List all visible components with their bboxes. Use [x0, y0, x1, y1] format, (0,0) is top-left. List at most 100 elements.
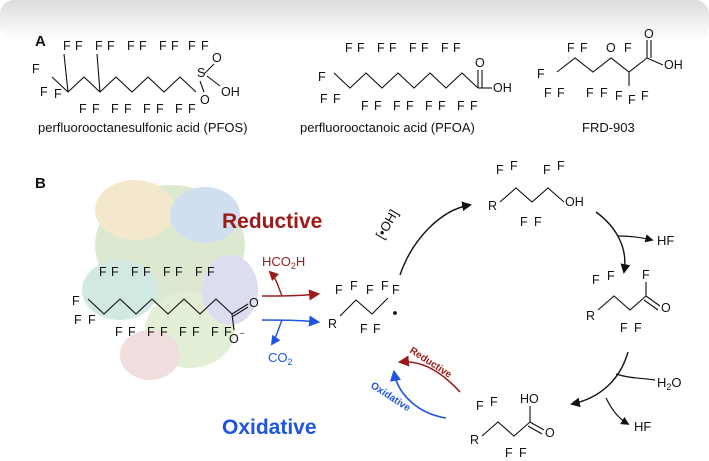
svg-text:F: F — [641, 89, 649, 103]
panel-a-label: A — [35, 33, 46, 50]
svg-text:F: F — [188, 39, 196, 53]
svg-text:F: F — [143, 265, 151, 279]
svg-text:R: R — [586, 309, 595, 323]
hf-top-label: HF — [657, 233, 674, 248]
svg-text:O: O — [229, 332, 239, 346]
svg-text:F: F — [534, 215, 542, 229]
svg-text:OH: OH — [493, 81, 512, 95]
pfos-name: perfluorooctanesulfonic acid (PFOS) — [38, 120, 248, 135]
svg-text:F: F — [54, 87, 62, 101]
svg-text:F: F — [143, 102, 151, 116]
frd903-name: FRD-903 — [582, 120, 635, 135]
reductive-side-arrow — [268, 270, 283, 297]
svg-text:F: F — [457, 99, 465, 113]
svg-text:F: F — [580, 41, 588, 55]
svg-text:F: F — [557, 86, 565, 100]
svg-text:F: F — [175, 102, 183, 116]
oxidative-cycle-arrow — [389, 369, 447, 419]
svg-text:O: O — [545, 426, 555, 440]
svg-text:S: S — [197, 66, 205, 80]
svg-text:F: F — [634, 321, 642, 335]
svg-text:F: F — [470, 99, 478, 113]
svg-text:F: F — [586, 86, 594, 100]
svg-text:F: F — [567, 41, 575, 55]
svg-text:O: O — [475, 56, 485, 70]
svg-text:F: F — [111, 265, 119, 279]
svg-text:O: O — [200, 93, 210, 107]
svg-text:F: F — [406, 99, 414, 113]
svg-text:O: O — [606, 41, 616, 55]
svg-text:R: R — [470, 433, 479, 447]
svg-text:F: F — [124, 102, 132, 116]
svg-text:F: F — [131, 265, 139, 279]
svg-text:F: F — [192, 325, 200, 339]
svg-text:F: F — [95, 39, 103, 53]
svg-text:F: F — [476, 399, 484, 413]
svg-text:F: F — [505, 446, 513, 460]
svg-text:F: F — [537, 67, 545, 81]
svg-text:F: F — [624, 41, 632, 55]
svg-text:O: O — [644, 27, 654, 41]
hf-elimination-arrow — [595, 211, 631, 274]
svg-text:F: F — [520, 215, 528, 229]
svg-text:F: F — [318, 70, 326, 84]
svg-text:F: F — [207, 265, 215, 279]
svg-text:F: F — [392, 283, 400, 297]
svg-text:F: F — [441, 41, 449, 55]
svg-text:F: F — [519, 446, 527, 460]
reductive-title: Reductive — [222, 210, 322, 233]
hf-side-arrow-top — [617, 234, 654, 243]
panel-a-background — [0, 0, 709, 40]
svg-text:F: F — [335, 283, 343, 297]
svg-text:F: F — [107, 39, 115, 53]
svg-text:F: F — [147, 325, 155, 339]
panel-b-label: B — [35, 175, 46, 192]
reductive-arrow — [261, 289, 321, 301]
svg-text:F: F — [211, 325, 219, 339]
svg-text:F: F — [409, 41, 417, 55]
hydrolysis-arrow — [570, 351, 629, 408]
svg-text:F: F — [615, 89, 623, 103]
oxidative-side-arrow — [270, 319, 283, 346]
svg-text:F: F — [88, 313, 96, 327]
svg-text:F: F — [163, 265, 171, 279]
svg-text:F: F — [139, 39, 147, 53]
svg-text:F: F — [75, 39, 83, 53]
svg-text:F: F — [115, 325, 123, 339]
svg-text:O: O — [212, 51, 222, 65]
hydroxyl-radical-label: [•OH] — [373, 207, 402, 242]
svg-text:F: F — [543, 163, 551, 177]
svg-text:F: F — [171, 39, 179, 53]
svg-text:F: F — [179, 325, 187, 339]
svg-text:F: F — [373, 322, 381, 336]
svg-text:F: F — [156, 102, 164, 116]
svg-text:F: F — [620, 321, 628, 335]
hf-bottom-label: HF — [634, 419, 651, 434]
reductive-product: HCO2H — [262, 254, 305, 271]
oxidative-title: Oxidative — [222, 416, 317, 439]
reductive-cycle-arrow — [397, 355, 461, 393]
svg-text:OH: OH — [565, 195, 584, 209]
svg-text:F: F — [425, 99, 433, 113]
svg-text:HO: HO — [520, 392, 539, 406]
svg-text:F: F — [393, 99, 401, 113]
water-label: H2O — [657, 375, 682, 392]
svg-text:F: F — [32, 62, 40, 76]
svg-text:F: F — [377, 41, 385, 55]
svg-text:F: F — [74, 313, 82, 327]
svg-text:F: F — [79, 102, 87, 116]
svg-text:F: F — [510, 159, 518, 173]
svg-text:F: F — [490, 395, 498, 409]
oxidative-arrow — [261, 315, 321, 327]
svg-text:F: F — [628, 93, 636, 107]
svg-text:F: F — [195, 265, 203, 279]
svg-text:F: F — [128, 325, 136, 339]
svg-text:F: F — [592, 273, 600, 287]
pfoa-name: perfluorooctanoic acid (PFOA) — [300, 120, 475, 135]
